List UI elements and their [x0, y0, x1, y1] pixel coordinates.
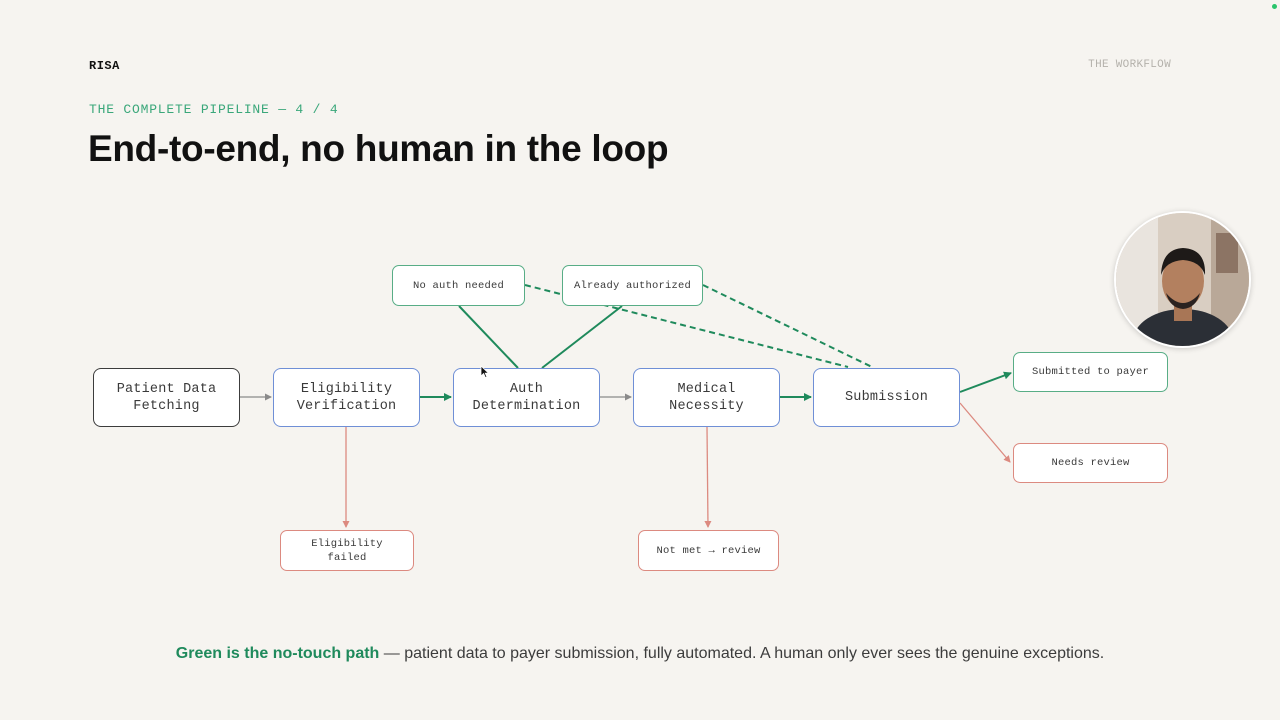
- edge-authorized-to-submission: [702, 284, 873, 368]
- node-label: Not met → review: [656, 544, 761, 557]
- node-submitted-to-payer: Submitted to payer: [1013, 352, 1168, 392]
- node-label: Submitted to payer: [1031, 366, 1150, 378]
- edge-submission-to-needs-review: [959, 402, 1011, 463]
- node-eligibility-verification: Eligibility Verification: [273, 368, 420, 427]
- brand-logo: RISA: [89, 59, 120, 73]
- mouse-cursor-icon: [480, 365, 490, 379]
- slide-title: End-to-end, no human in the loop: [88, 128, 669, 169]
- caption-highlight: Green is the no-touch path: [175, 645, 380, 662]
- node-label: Needs review: [1051, 457, 1130, 469]
- slide-eyebrow: THE COMPLETE PIPELINE — 4 / 4: [89, 102, 339, 117]
- node-label: Auth Determination: [472, 381, 581, 414]
- node-label: Submission: [844, 390, 928, 405]
- node-eligibility-failed: Eligibility failed: [280, 530, 414, 571]
- node-label: Eligibility Verification: [296, 381, 397, 414]
- node-label: Patient Data Fetching: [116, 381, 217, 414]
- node-patient-data-fetching: Patient Data Fetching: [93, 368, 240, 427]
- node-already-authorized: Already authorized: [562, 265, 703, 306]
- node-auth-determination: Auth Determination: [453, 368, 600, 427]
- edge-medical-to-not-met: [704, 426, 712, 528]
- node-label: Medical Necessity: [669, 381, 744, 414]
- edge-auth-to-already-authorized: [541, 305, 623, 369]
- node-no-auth-needed: No auth needed: [392, 265, 525, 306]
- presenter-webcam: [1114, 211, 1251, 348]
- node-medical-necessity: Medical Necessity: [633, 368, 780, 427]
- section-label: THE WORKFLOW: [1088, 59, 1171, 71]
- edge-auth-to-no-auth: [458, 305, 519, 369]
- slide-caption: Green is the no-touch path — patient dat…: [0, 645, 1280, 663]
- edge-submission-to-submitted: [959, 371, 1012, 393]
- node-submission: Submission: [813, 368, 960, 427]
- node-needs-review: Needs review: [1013, 443, 1168, 483]
- recording-indicator-icon: [1272, 4, 1277, 9]
- node-not-met-review: Not met → review: [638, 530, 779, 571]
- node-label: Already authorized: [573, 279, 692, 292]
- node-label: Eligibility failed: [311, 537, 383, 564]
- presenter-avatar-icon: [1116, 213, 1249, 346]
- caption-text: — patient data to payer submission, full…: [379, 645, 1105, 662]
- node-label: No auth needed: [412, 279, 504, 292]
